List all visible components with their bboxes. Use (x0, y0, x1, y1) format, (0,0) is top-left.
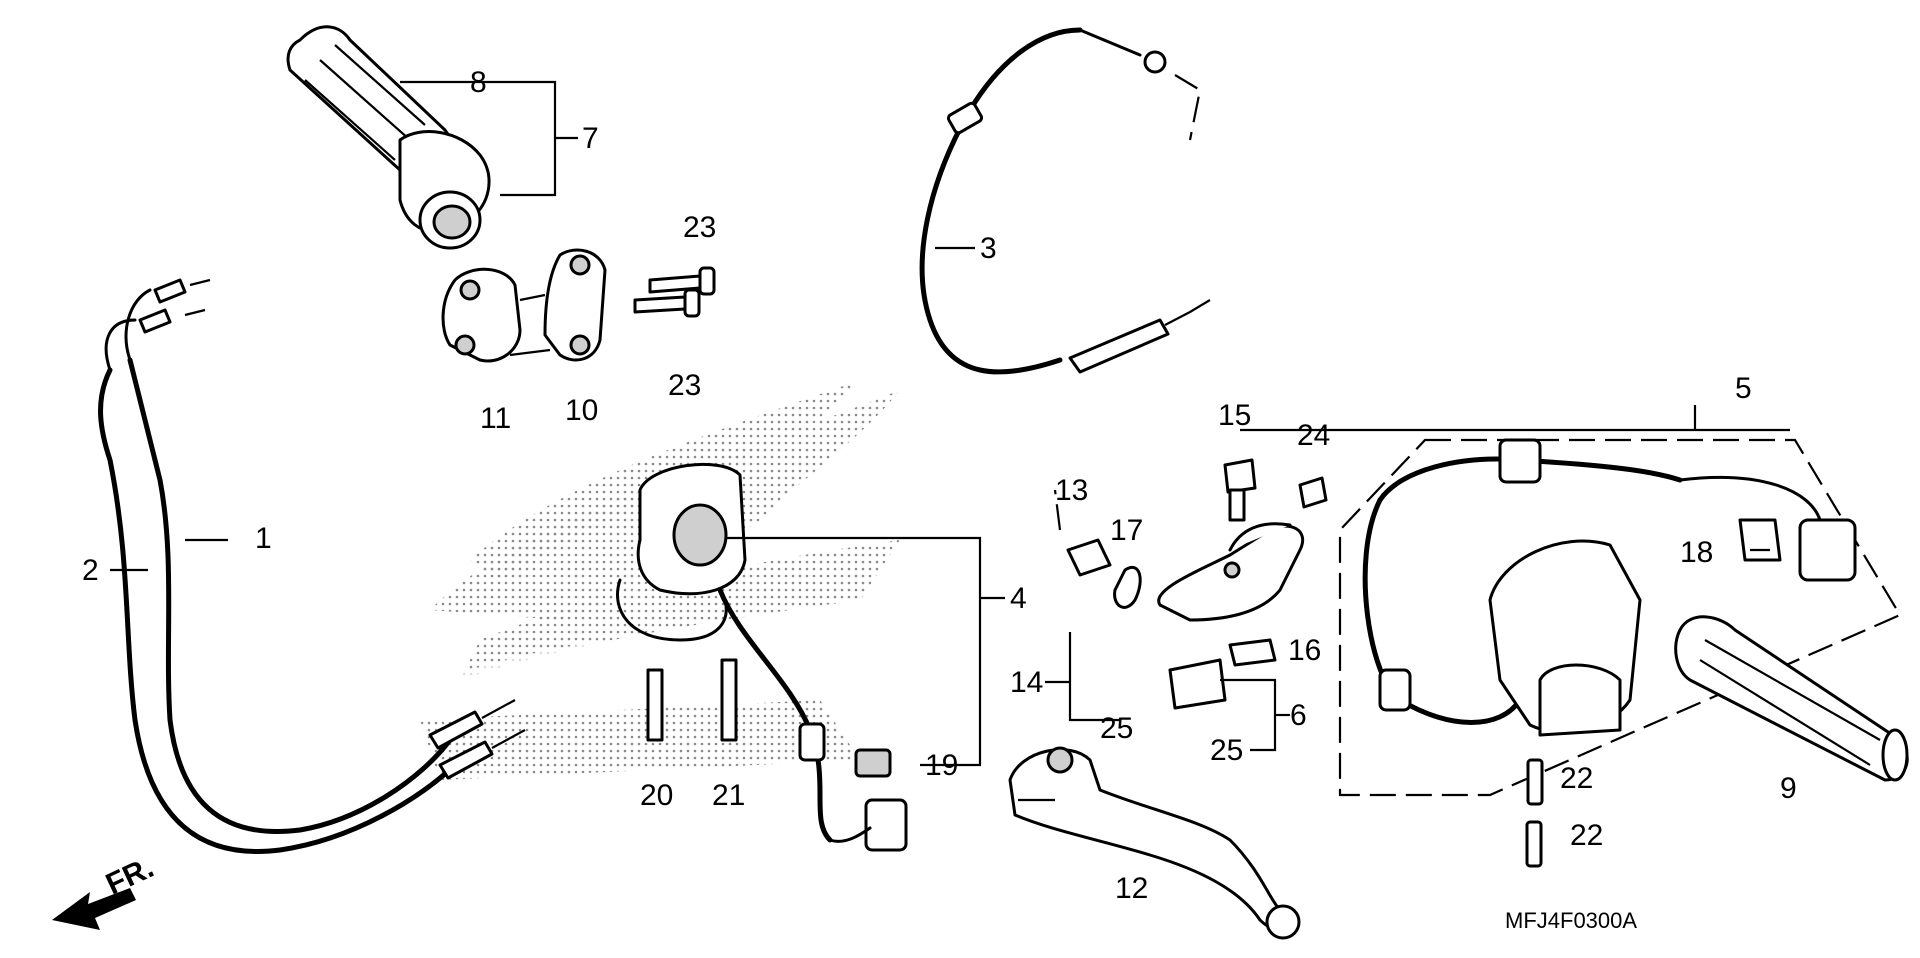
label-7: 7 (582, 122, 599, 155)
label-15: 15 (1218, 399, 1251, 432)
label-11: 11 (480, 402, 511, 435)
label-25a: 25 (1100, 712, 1133, 745)
label-17: 17 (1110, 514, 1143, 547)
housing-halves (441, 248, 607, 363)
screws-22 (1525, 758, 1544, 868)
label-25b: 25 (1210, 734, 1243, 767)
right-switch-assembly (1338, 438, 1902, 797)
screws-23 (633, 266, 716, 318)
label-4: 4 (1010, 582, 1027, 615)
label-6: 6 (1290, 699, 1307, 732)
front-direction-arrow-icon: FR. (52, 851, 159, 930)
throttle-grip (286, 25, 491, 250)
label-22a: 22 (1560, 762, 1593, 795)
label-2: 2 (82, 554, 99, 587)
label-23a: 23 (683, 211, 716, 244)
label-23b: 23 (668, 369, 701, 402)
label-8: 8 (470, 66, 487, 99)
leader-lines (110, 80, 1790, 767)
label-16: 16 (1288, 634, 1321, 667)
label-18: 18 (1680, 536, 1713, 569)
throttle-cables (98, 278, 526, 854)
label-20: 20 (640, 779, 673, 812)
label-19: 19 (925, 749, 958, 782)
label-21: 21 (712, 779, 745, 812)
label-9: 9 (1780, 772, 1797, 805)
direction-label: FR. (101, 851, 159, 901)
label-14: 14 (1010, 666, 1043, 699)
label-13: 13 (1055, 474, 1088, 507)
reference-code: MFJ4F0300A (1505, 908, 1637, 933)
clutch-cable (919, 27, 1211, 375)
left-switch-assembly (616, 462, 908, 852)
label-22b: 22 (1570, 819, 1603, 852)
label-3: 3 (980, 232, 997, 265)
label-12: 12 (1115, 872, 1148, 905)
label-10: 10 (565, 394, 598, 427)
label-1: 1 (255, 522, 272, 555)
clutch-lever-holder (1053, 458, 1328, 710)
label-24: 24 (1297, 419, 1330, 452)
right-grip (1674, 615, 1909, 782)
label-5: 5 (1735, 372, 1752, 405)
clutch-lever (1008, 746, 1301, 940)
